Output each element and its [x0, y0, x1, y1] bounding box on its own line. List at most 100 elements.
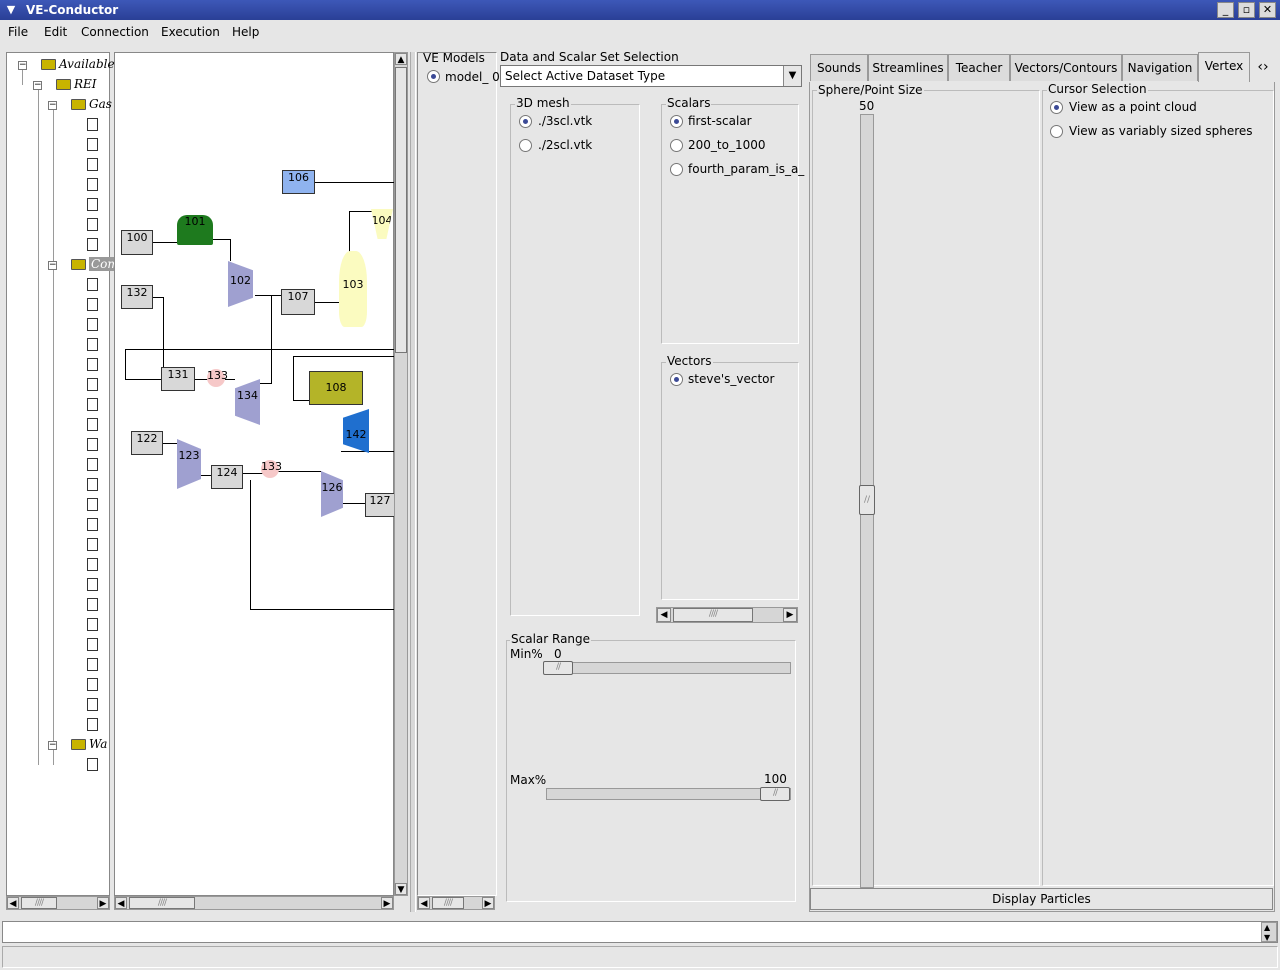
- max-slider-thumb[interactable]: //: [760, 787, 790, 801]
- close-icon[interactable]: ✕: [1259, 2, 1276, 18]
- document-icon[interactable]: [87, 478, 98, 491]
- tree-node-com[interactable]: Com: [89, 257, 121, 271]
- scalar-radio[interactable]: [670, 163, 683, 176]
- network-node-126[interactable]: 126: [321, 471, 343, 517]
- tree-node-gas[interactable]: Gas: [89, 97, 112, 111]
- document-icon[interactable]: [87, 158, 98, 171]
- tree-node-available[interactable]: Available: [59, 57, 115, 71]
- network-node-108[interactable]: 108: [309, 371, 363, 405]
- document-icon[interactable]: [87, 438, 98, 451]
- network-node-100[interactable]: 100: [121, 230, 153, 255]
- collapse-icon[interactable]: −: [48, 260, 57, 270]
- document-icon[interactable]: [87, 178, 98, 191]
- model-item[interactable]: model_ 0: [445, 70, 500, 84]
- document-icon[interactable]: [87, 578, 98, 591]
- model-radio[interactable]: [427, 70, 440, 83]
- document-icon[interactable]: [87, 278, 98, 291]
- canvas-vscrollbar[interactable]: ▲ ▼: [394, 52, 408, 896]
- scroll-thumb[interactable]: ////: [673, 608, 753, 622]
- cursor-radio[interactable]: [1050, 125, 1063, 138]
- tab-navigation[interactable]: Navigation: [1122, 54, 1198, 81]
- tab-scroll-icon[interactable]: ‹›: [1257, 59, 1269, 75]
- cursor-radio[interactable]: [1050, 101, 1063, 114]
- network-node-134[interactable]: 134: [235, 379, 260, 425]
- collapse-icon[interactable]: −: [48, 740, 57, 750]
- canvas-hscrollbar[interactable]: ◀ //// ▶: [114, 896, 394, 910]
- minimize-icon[interactable]: _: [1217, 2, 1234, 18]
- scroll-left-icon[interactable]: ◀: [418, 897, 430, 909]
- document-icon[interactable]: [87, 718, 98, 731]
- menu-file[interactable]: File: [8, 25, 29, 39]
- document-icon[interactable]: [87, 658, 98, 671]
- scroll-left-icon[interactable]: ◀: [115, 897, 127, 909]
- network-node-127[interactable]: 127: [365, 493, 395, 517]
- cursor-option[interactable]: View as variably sized spheres: [1069, 124, 1253, 138]
- network-node-101[interactable]: 101: [177, 215, 213, 245]
- pane-splitter[interactable]: [410, 52, 416, 912]
- models-hscrollbar[interactable]: ◀ //// ▶: [417, 896, 495, 910]
- max-slider[interactable]: [546, 788, 791, 800]
- network-node-133[interactable]: 133: [207, 369, 228, 387]
- tree-hscrollbar[interactable]: ◀ //// ▶: [6, 896, 110, 910]
- document-icon[interactable]: [87, 238, 98, 251]
- document-icon[interactable]: [87, 458, 98, 471]
- tab-streamlines[interactable]: Streamlines: [868, 54, 948, 81]
- menu-help[interactable]: Help: [232, 25, 260, 39]
- log-textbox[interactable]: ▲ ▼: [2, 921, 1278, 943]
- scalars-hscrollbar[interactable]: ◀ //// ▶: [656, 607, 798, 623]
- document-icon[interactable]: [87, 418, 98, 431]
- network-node-106[interactable]: 106: [282, 170, 315, 194]
- module-tree[interactable]: − Available − REI − Gas − Com − Wa: [6, 52, 121, 896]
- scroll-right-icon[interactable]: ▶: [97, 897, 109, 909]
- scroll-right-icon[interactable]: ▶: [783, 608, 797, 622]
- network-node-132[interactable]: 132: [121, 285, 153, 309]
- tab-vectors-contours[interactable]: Vectors/Contours: [1010, 54, 1122, 81]
- vector-radio[interactable]: [670, 373, 683, 386]
- display-particles-button[interactable]: Display Particles: [810, 888, 1273, 910]
- document-icon[interactable]: [87, 398, 98, 411]
- document-icon[interactable]: [87, 138, 98, 151]
- network-node-122[interactable]: 122: [131, 431, 163, 455]
- document-icon[interactable]: [87, 298, 98, 311]
- network-canvas[interactable]: 106 100 101 102 107 103 104 132 131 133 …: [114, 52, 395, 896]
- network-node-103[interactable]: 103: [339, 251, 367, 327]
- document-icon[interactable]: [87, 218, 98, 231]
- chevron-down-icon[interactable]: ▼: [783, 66, 801, 86]
- scroll-down-icon[interactable]: ▼: [1264, 933, 1271, 942]
- scalar-option[interactable]: 200_to_1000: [688, 138, 766, 152]
- scroll-up-icon[interactable]: ▲: [1264, 923, 1271, 932]
- maximize-icon[interactable]: ▫: [1238, 2, 1255, 18]
- document-icon[interactable]: [87, 598, 98, 611]
- document-icon[interactable]: [87, 698, 98, 711]
- scroll-down-icon[interactable]: ▼: [395, 883, 407, 895]
- tab-teacher[interactable]: Teacher: [948, 54, 1010, 81]
- network-node-107[interactable]: 107: [281, 289, 315, 315]
- document-icon[interactable]: [87, 378, 98, 391]
- scalar-radio[interactable]: [670, 139, 683, 152]
- collapse-icon[interactable]: −: [18, 60, 27, 70]
- document-icon[interactable]: [87, 678, 98, 691]
- tree-node-wa[interactable]: Wa: [89, 737, 108, 751]
- scalar-option[interactable]: fourth_param_is_a_: [688, 162, 805, 176]
- cursor-option[interactable]: View as a point cloud: [1069, 100, 1197, 114]
- network-node-124[interactable]: 124: [211, 465, 243, 489]
- tab-sounds[interactable]: Sounds: [810, 54, 868, 81]
- scroll-thumb[interactable]: [395, 67, 407, 353]
- network-node-123[interactable]: 123: [177, 439, 201, 489]
- document-icon[interactable]: [87, 498, 98, 511]
- network-node-104[interactable]: 104: [371, 209, 393, 239]
- window-menu-icon[interactable]: ▼: [6, 3, 16, 16]
- scroll-thumb[interactable]: ////: [21, 897, 57, 909]
- document-icon[interactable]: [87, 638, 98, 651]
- document-icon[interactable]: [87, 198, 98, 211]
- document-icon[interactable]: [87, 618, 98, 631]
- network-node-138[interactable]: 133: [261, 460, 282, 478]
- scroll-thumb[interactable]: ////: [129, 897, 195, 909]
- document-icon[interactable]: [87, 318, 98, 331]
- vector-option[interactable]: steve's_vector: [688, 372, 775, 386]
- scalar-radio[interactable]: [670, 115, 683, 128]
- network-node-102[interactable]: 102: [228, 261, 253, 307]
- document-icon[interactable]: [87, 118, 98, 131]
- mesh-option[interactable]: ./3scl.vtk: [538, 114, 593, 128]
- scroll-up-icon[interactable]: ▲: [395, 53, 407, 65]
